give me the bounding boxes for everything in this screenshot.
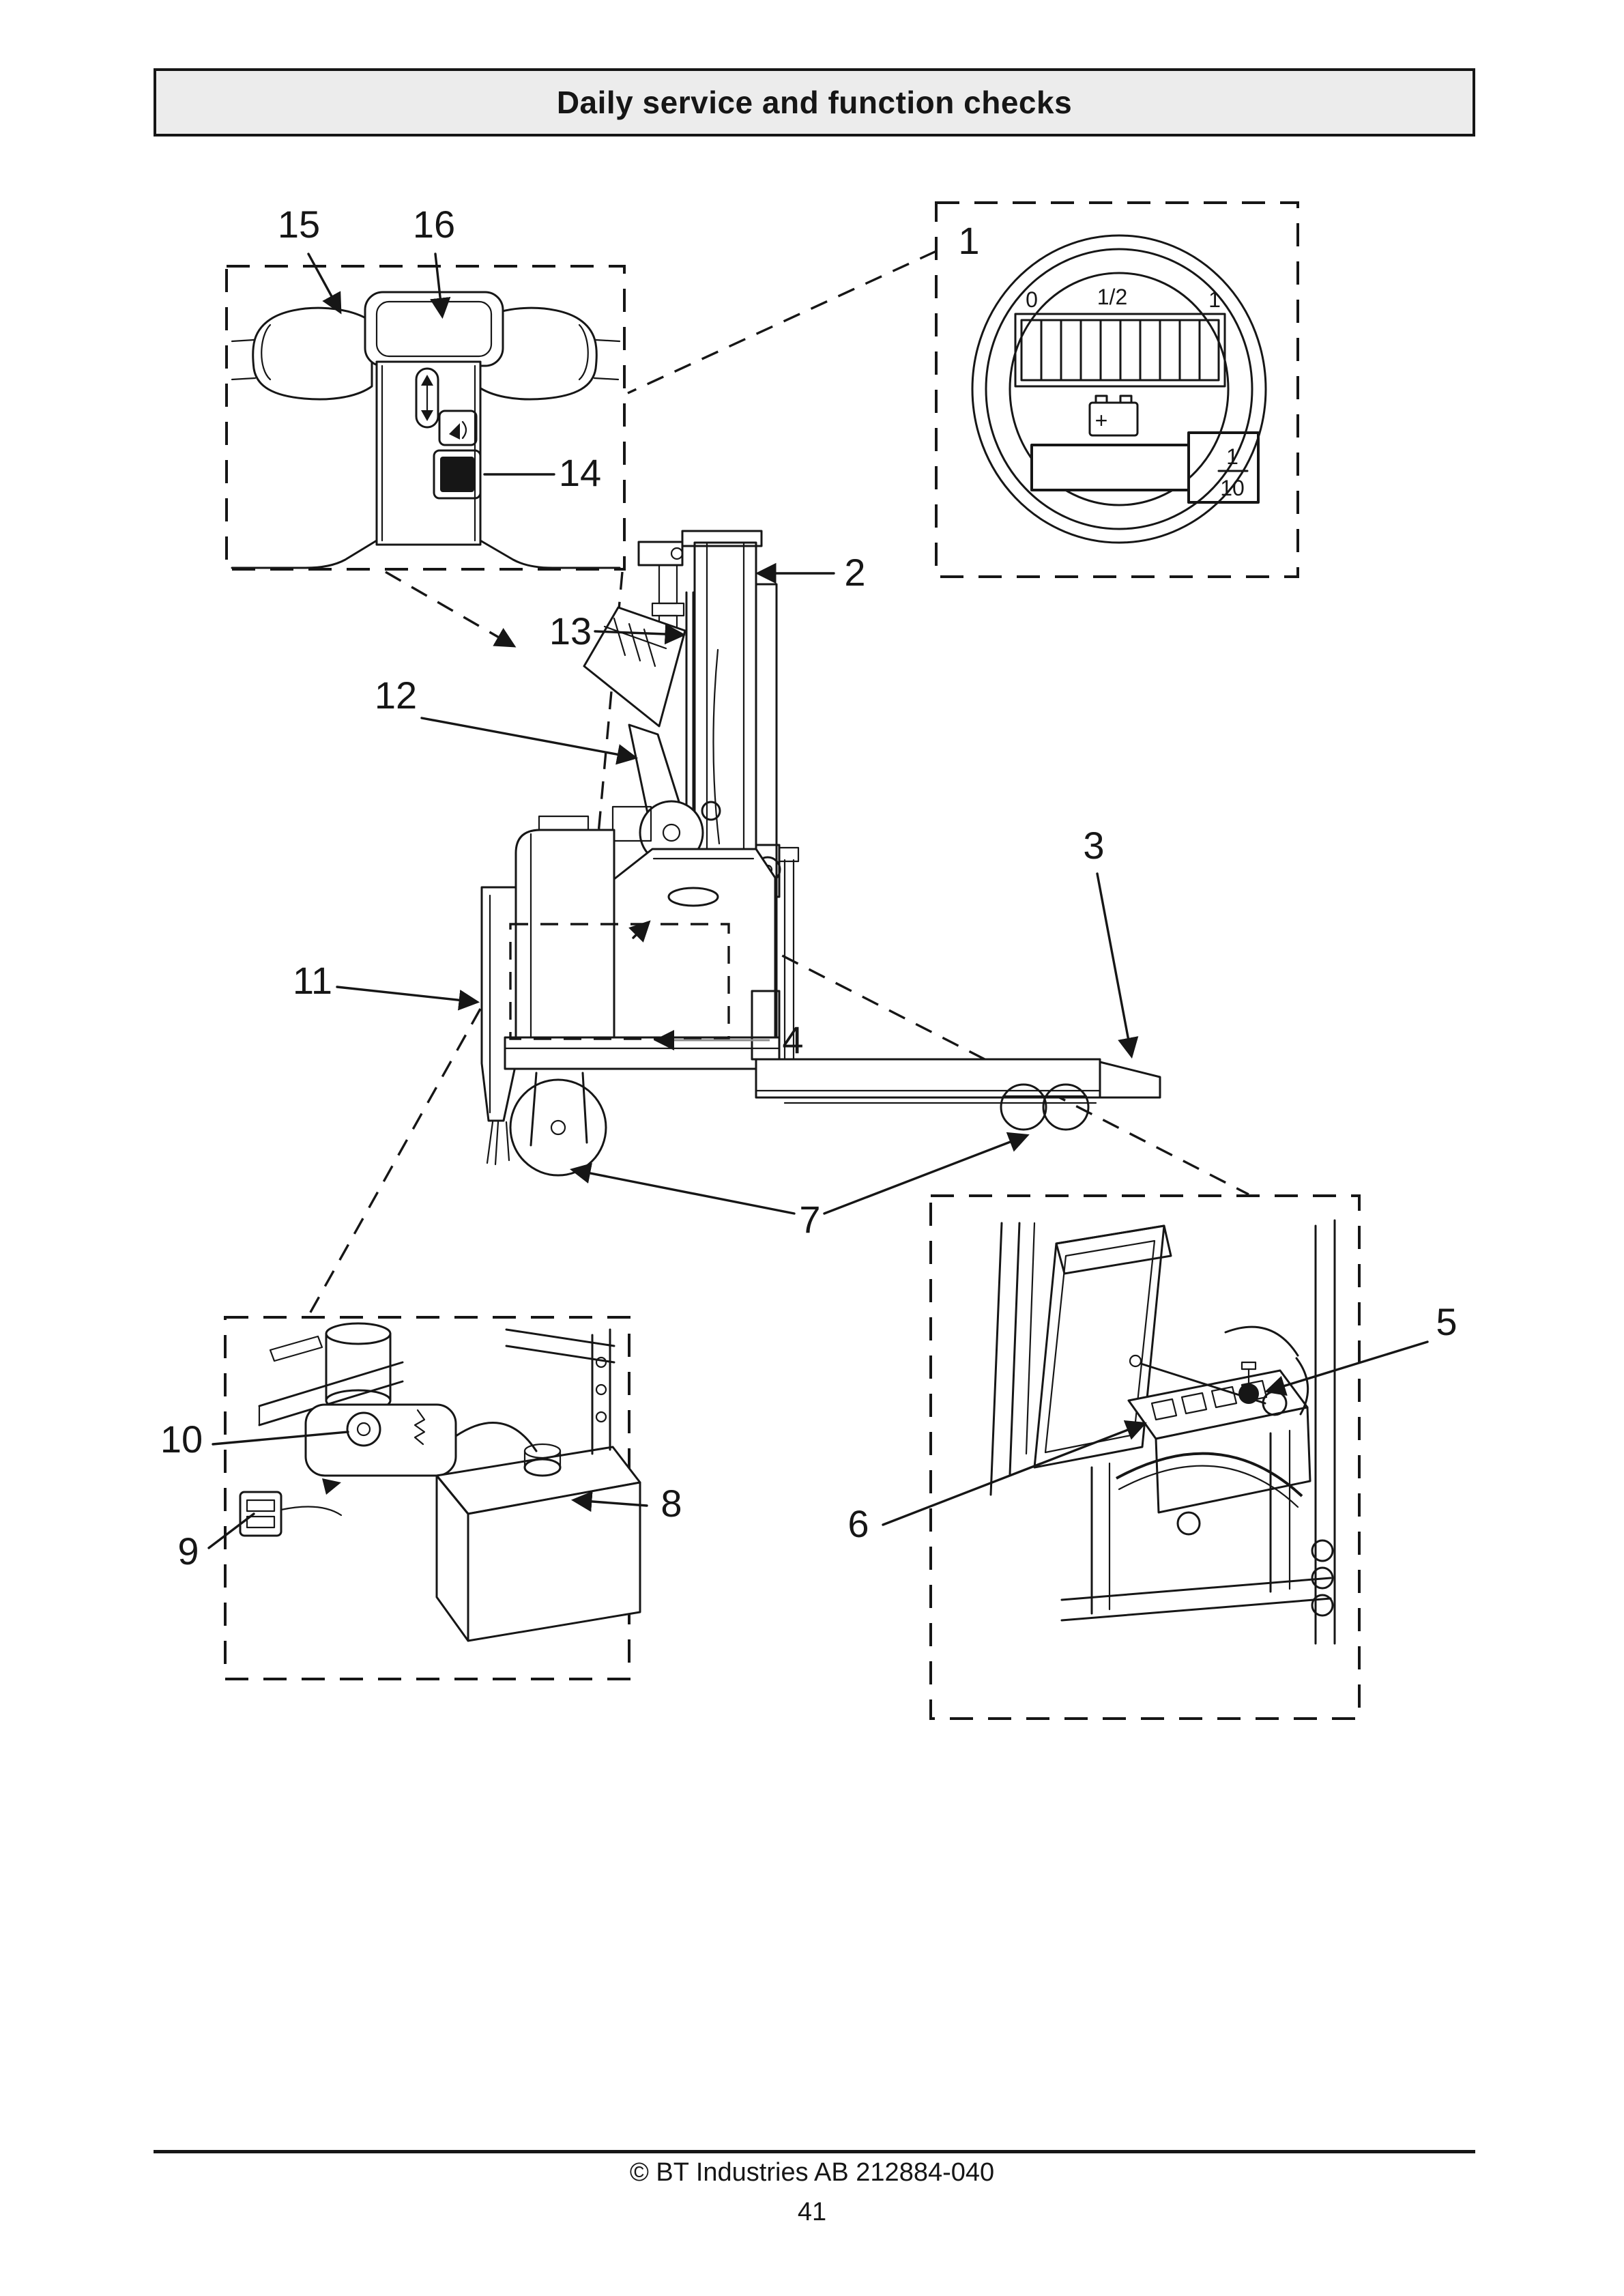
- callout-2-label: 2: [844, 551, 865, 594]
- callout-16-label: 16: [413, 203, 455, 246]
- control-head-box-border: [225, 265, 626, 571]
- motor-compartment-drawing: [239, 1322, 641, 1642]
- battery-gauge-drawing: 0 1/2 1: [971, 234, 1267, 544]
- callout-11: 11: [293, 959, 480, 1011]
- fork-carriage: [754, 844, 800, 1095]
- callout-1-label: 1: [958, 219, 979, 262]
- gauge-face: [1009, 272, 1230, 506]
- battery-plus-sign: +: [1095, 408, 1108, 433]
- footer-copyright: © BT Industries AB 212884-040: [629, 2158, 995, 2187]
- battery-lid-open: [1033, 1224, 1165, 1469]
- battery-icon: +: [1088, 394, 1139, 437]
- chassis: [480, 815, 781, 1166]
- lift-lower-rocker-icon: [415, 367, 439, 429]
- detail-box-battery-compartment: 5 6: [847, 1194, 1458, 1720]
- hydraulic-hose: [712, 648, 721, 845]
- page-number: 41: [797, 2198, 827, 2226]
- truck-callouts: 2 13 12 11 4 3: [293, 551, 1139, 1241]
- tenth-fraction-numerator: 1: [1226, 444, 1238, 469]
- callout-10: 10: [160, 1418, 349, 1461]
- callout-15: 15: [278, 203, 342, 315]
- callout-6-label: 6: [847, 1502, 869, 1545]
- callout-8-label: 8: [661, 1482, 682, 1525]
- callout-14-label: 14: [559, 451, 601, 494]
- tenth-fraction-denominator: 10: [1220, 476, 1245, 500]
- motor-cover: [514, 829, 615, 1063]
- head-top-cover: [364, 291, 504, 367]
- truck-side-view: [480, 530, 1161, 1177]
- callout-6: 6: [847, 1420, 1147, 1545]
- detail-box-control-head: 15 16 14: [225, 203, 626, 571]
- callout-3: 3: [1083, 824, 1139, 1059]
- callout-13: 13: [549, 609, 686, 652]
- horn-button: [438, 410, 478, 446]
- callout-13-label: 13: [549, 609, 592, 652]
- forks: [751, 990, 1161, 1104]
- hidden-battery-outline: [509, 923, 730, 1040]
- callout-4-label: 4: [782, 1018, 803, 1061]
- fork-tip: [1099, 1061, 1161, 1099]
- charge-segment-bar: [1014, 313, 1226, 388]
- callout-16: 16: [413, 203, 455, 319]
- page-title: Daily service and function checks: [556, 85, 1073, 120]
- footer-divider: [154, 2150, 1475, 2153]
- left-handle-grip: [252, 306, 373, 401]
- callout-8: 8: [570, 1482, 682, 1525]
- callout-9-label: 9: [177, 1530, 199, 1573]
- battery-cable: [1116, 1452, 1303, 1497]
- page-header: Daily service and function checks: [154, 68, 1475, 137]
- head-console: [375, 360, 482, 546]
- callout-7-label: 7: [799, 1198, 820, 1241]
- gauge-box-border: [935, 201, 1299, 578]
- callout-3-label: 3: [1083, 824, 1104, 867]
- detail-box-motor-compartment: 10 9 8: [160, 1316, 682, 1680]
- tiller-head: [583, 606, 686, 728]
- cover-hand-slot: [667, 887, 719, 907]
- gauge-scale-0: 0: [1026, 287, 1038, 312]
- control-head-drawing: [231, 291, 621, 569]
- callout-14: 14: [483, 451, 601, 494]
- hour-meter: 1 10: [1030, 431, 1260, 504]
- callout-5-label: 5: [1436, 1300, 1457, 1343]
- gauge-scale-half: 1/2: [1097, 285, 1127, 309]
- battery-compartment-drawing: [989, 1219, 1336, 1645]
- gauge-scale-1: 1: [1208, 287, 1221, 312]
- callout-15-label: 15: [278, 203, 320, 246]
- load-wheels: [1000, 1083, 1090, 1131]
- callout-10-label: 10: [160, 1418, 203, 1461]
- battery-box-border: [929, 1194, 1361, 1720]
- callout-2: 2: [755, 551, 866, 594]
- gauge-outer-ring: [971, 234, 1267, 544]
- callout-4: 4: [654, 1018, 804, 1061]
- emergency-stop-button: [433, 449, 482, 500]
- detail-box-battery-gauge: 1 0 1/2 1: [935, 201, 1299, 578]
- tiller-arm: [583, 606, 721, 865]
- callout-7: 7: [569, 1132, 1030, 1241]
- drive-wheel: [509, 1072, 607, 1177]
- pump-motor: [304, 1403, 457, 1477]
- callout-12-label: 12: [375, 674, 417, 717]
- callout-12: 12: [375, 674, 639, 765]
- oil-filler-cap: [346, 1411, 381, 1447]
- emergency-disconnect-knob: [1238, 1383, 1259, 1404]
- chassis-base: [504, 1036, 781, 1070]
- right-handle-grip: [476, 306, 598, 401]
- battery-connector: [239, 1491, 282, 1537]
- callout-9: 9: [177, 1512, 255, 1573]
- horn-icon: [449, 423, 460, 440]
- callout-5: 5: [1264, 1300, 1458, 1396]
- callout-11-label: 11: [293, 959, 332, 1002]
